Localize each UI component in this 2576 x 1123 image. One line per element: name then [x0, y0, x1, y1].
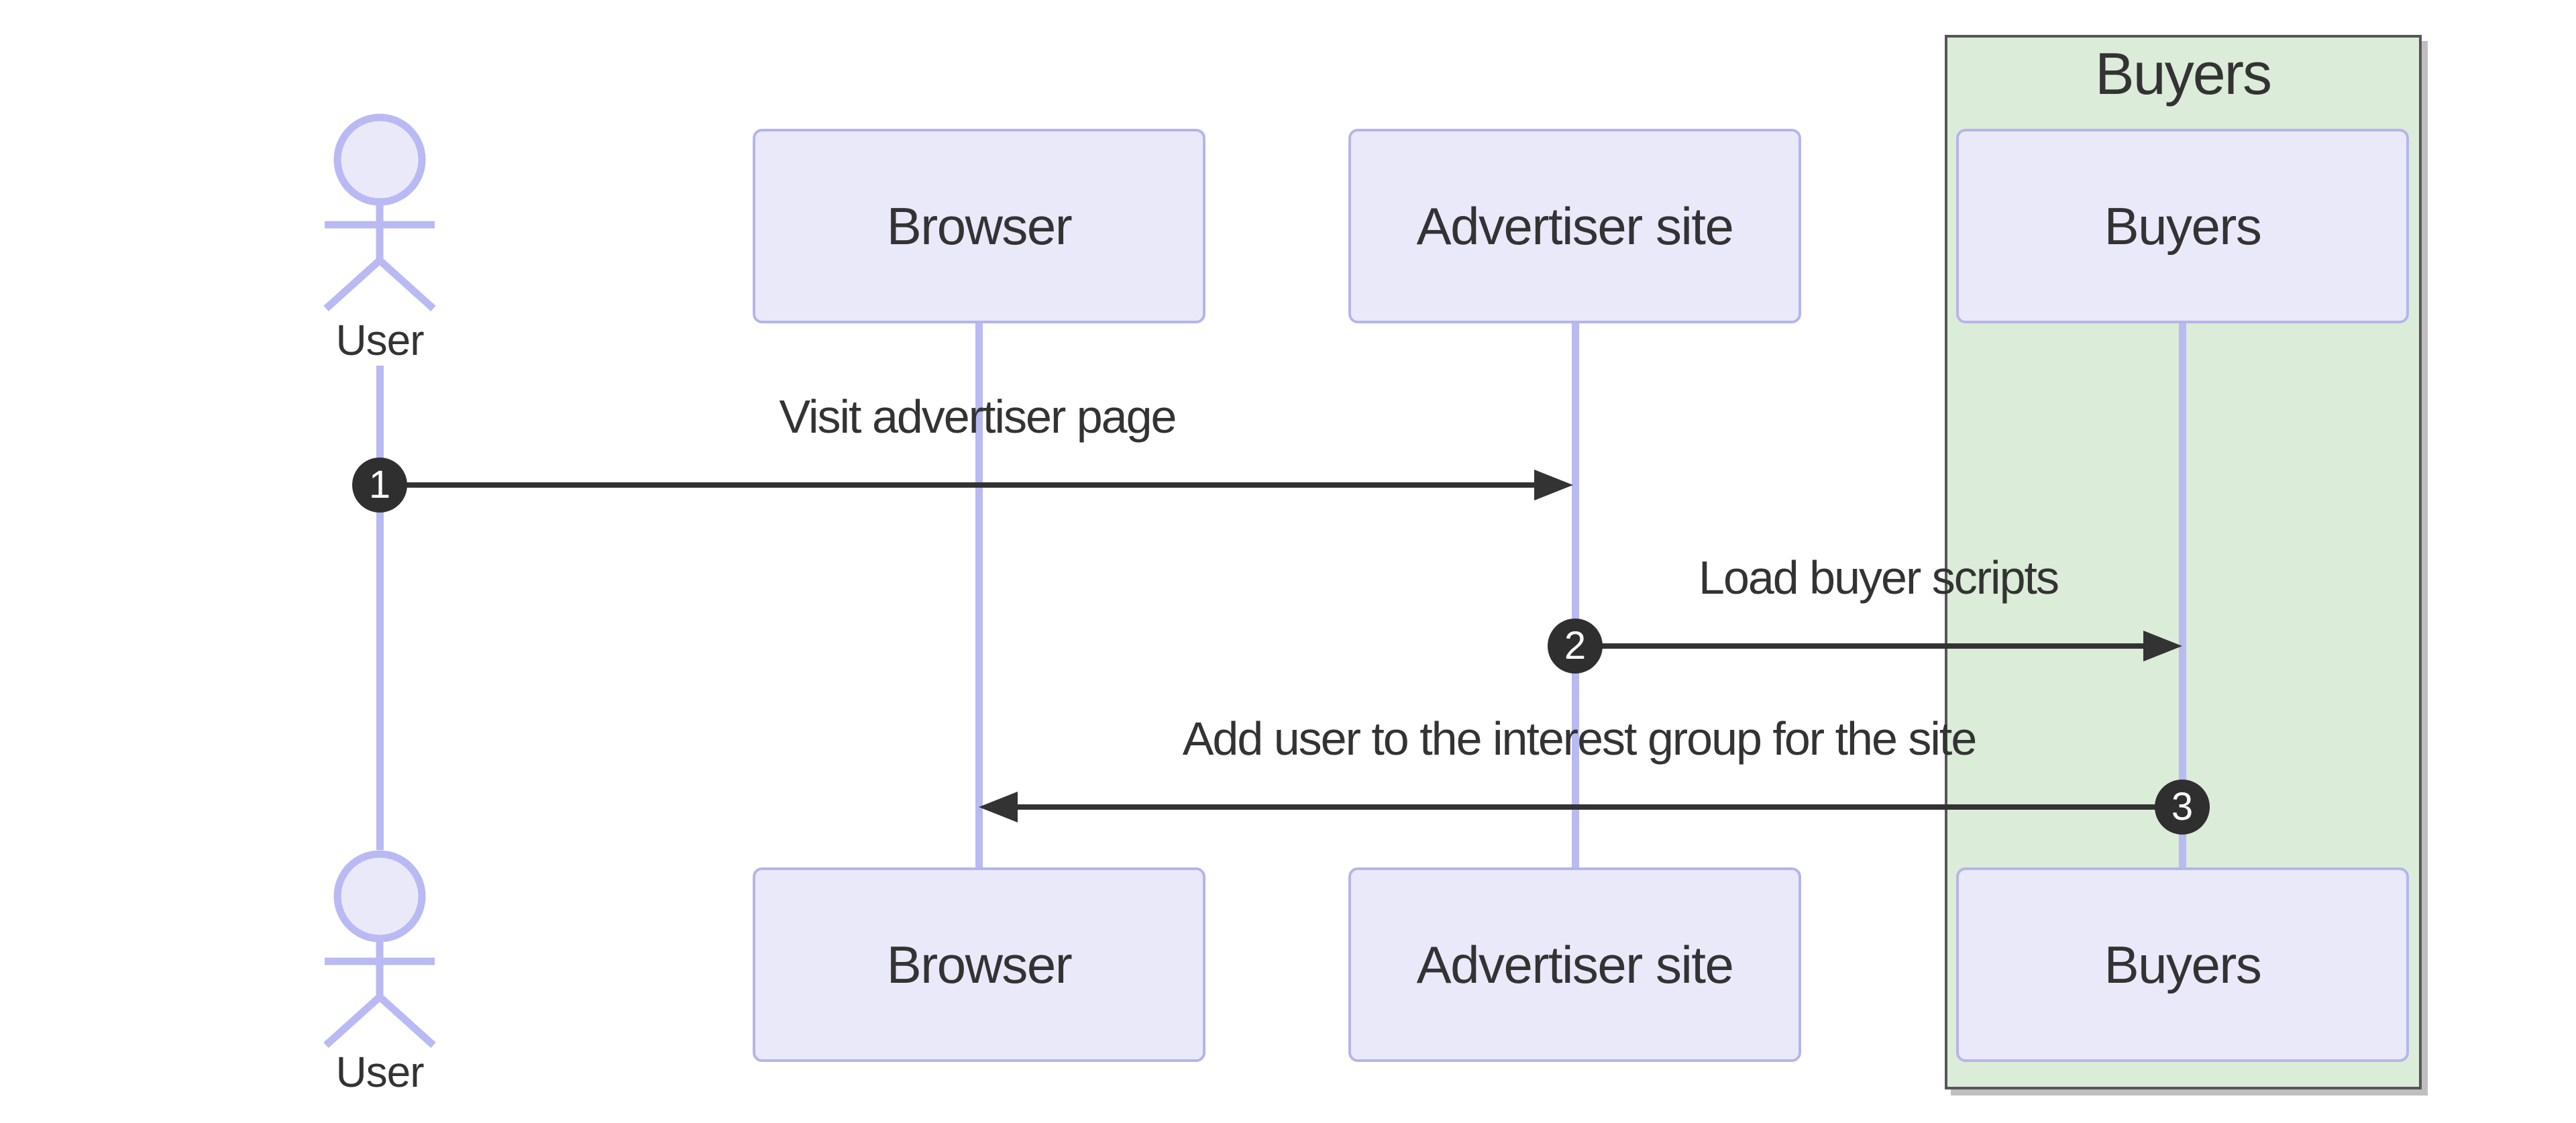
message-2-sequence-badge: 2 [1548, 619, 1603, 674]
lifeline-advertiser [1572, 323, 1579, 867]
participant-label-buyers-top: Buyers [2104, 196, 2262, 256]
message-3-arrow-line [1017, 804, 2182, 810]
user-actor-icon-bottom [323, 850, 436, 1048]
message-2-arrow-line [1575, 643, 2147, 649]
participant-box-browser-top: Browser [753, 129, 1205, 323]
buyers-group-label: Buyers [2095, 40, 2272, 107]
message-3-arrowhead-icon [979, 792, 1018, 822]
participant-box-advertiser-bottom: Advertiser site [1348, 867, 1801, 1062]
user-actor-icon [323, 113, 436, 311]
lifeline-user [376, 366, 384, 850]
user-label-bottom: User [335, 1048, 424, 1096]
participant-box-advertiser-top: Advertiser site [1348, 129, 1801, 323]
message-3-sequence-badge: 3 [2155, 780, 2210, 835]
lifeline-browser [975, 323, 983, 867]
message-2-arrowhead-icon [2143, 631, 2182, 661]
user-label-top: User [335, 316, 424, 364]
message-1-arrowhead-icon [1534, 470, 1573, 500]
participant-box-buyers-top: Buyers [1956, 129, 2409, 323]
message-1-sequence-badge: 1 [352, 458, 407, 513]
participant-label-buyers-bottom: Buyers [2104, 934, 2262, 994]
message-1-text: Visit advertiser page [779, 390, 1177, 443]
participant-box-buyers-bottom: Buyers [1956, 867, 2409, 1062]
message-2-text: Load buyer scripts [1699, 551, 2059, 604]
participant-label-browser-top: Browser [886, 196, 1073, 256]
participant-box-browser-bottom: Browser [753, 867, 1205, 1062]
participant-label-advertiser-top: Advertiser site [1416, 196, 1734, 256]
participant-label-advertiser-bottom: Advertiser site [1416, 934, 1734, 994]
message-3-text: Add user to the interest group for the s… [1182, 712, 1978, 765]
participant-label-browser-bottom: Browser [886, 934, 1073, 994]
lifeline-buyers [2179, 323, 2186, 867]
message-1-arrow-line [380, 482, 1539, 488]
